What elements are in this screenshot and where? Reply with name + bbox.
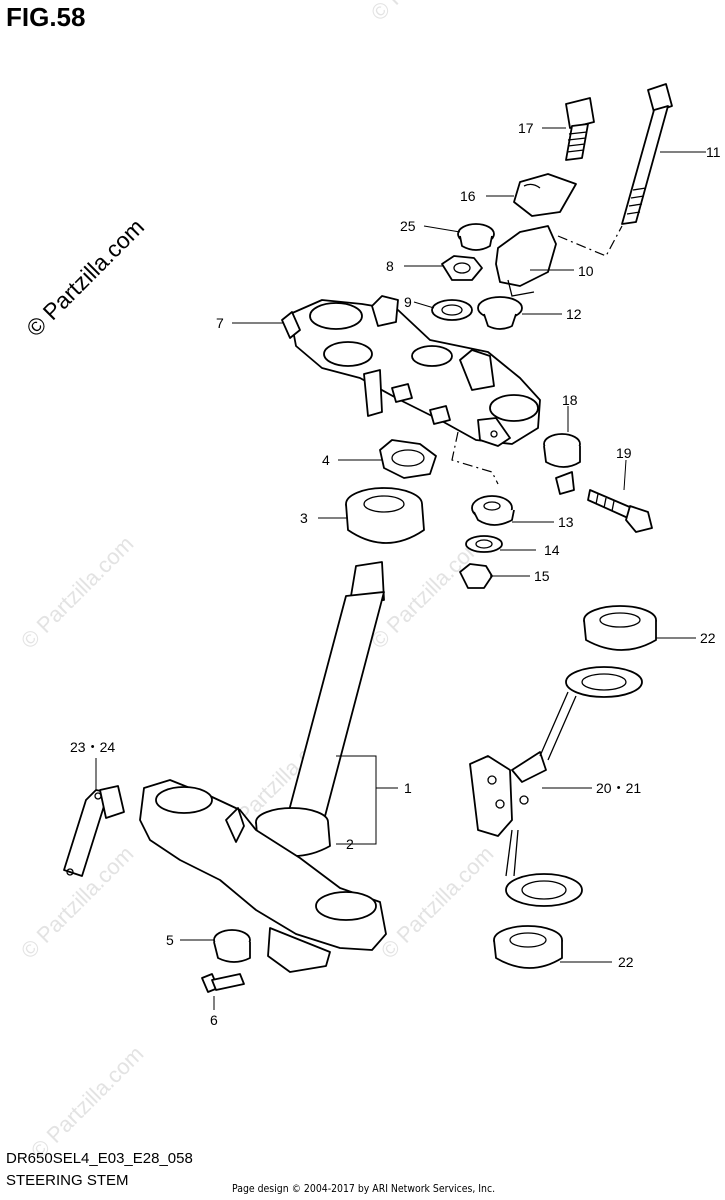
cushion-13 [471,495,515,526]
steering-nut-4 [379,439,437,479]
bolt-19 [587,489,653,533]
diagram-code: DR650SEL4_E03_E28_058 [6,1150,193,1167]
cushion-12 [477,296,523,330]
grommet-22-upper [583,605,657,651]
callout-23-24: 23・24 [70,739,115,755]
upper-bracket-7 [281,295,541,447]
callout-4: 4 [322,452,330,468]
nut-8 [441,255,483,281]
leader-lines [95,127,706,1010]
callout-17: 17 [518,120,534,136]
callout-3: 3 [300,510,308,526]
washer-14 [465,535,503,553]
washer-9 [431,299,473,321]
callout-6: 6 [210,1012,218,1028]
callout-16: 16 [460,188,476,204]
steering-stem-1 [285,561,385,823]
grommet-5 [213,929,251,963]
callout-15: 15 [534,568,550,584]
watermark-faint: © Partzilla.com [16,531,139,654]
callout-7: 7 [216,315,224,331]
grommet-22-lower [493,925,563,969]
bolt-17 [565,97,595,161]
callout-2: 2 [346,836,354,852]
callout-11: 11 [706,144,721,160]
callout-1: 1 [404,780,412,796]
callout-5: 5 [166,932,174,948]
callout-10: 10 [578,263,594,279]
callout-labels: 17 11 16 25 8 10 9 12 7 18 19 4 3 13 14 … [70,120,721,1028]
cap-25 [457,223,495,251]
lower-bracket [139,779,387,973]
bolt-6 [201,973,245,993]
callout-13: 13 [558,514,574,530]
holder-10 [495,225,557,287]
callout-20-21: 20・21 [596,780,641,796]
callout-8: 8 [386,258,394,274]
clamp-18 [543,433,581,495]
callout-25: 25 [400,218,416,234]
copyright-footer: Page design © 2004-2017 by ARI Network S… [232,1182,496,1195]
callout-9: 9 [404,294,412,310]
clamp-16 [513,173,577,217]
bearing-3 [345,487,425,544]
watermark-faint: © Partzilla.com [376,841,499,964]
callout-12: 12 [566,306,582,322]
watermark-faint: © Partzilla.com [26,1041,149,1164]
callout-14: 14 [544,542,560,558]
watermark-main: © Partzilla.com [21,214,149,342]
callout-22-upper: 22 [700,630,716,646]
diagram-caption: STEERING STEM [6,1172,129,1189]
callout-19: 19 [616,445,632,461]
bolt-11 [621,83,673,225]
figure-title: FIG.58 [6,2,86,32]
nut-15 [459,563,493,589]
callout-18: 18 [562,392,578,408]
reflector-bracket-23-24 [63,785,125,877]
callout-22-lower: 22 [618,954,634,970]
bracket-20-21 [469,666,643,907]
watermark-faint-top: © Partzilla.com [366,0,489,26]
